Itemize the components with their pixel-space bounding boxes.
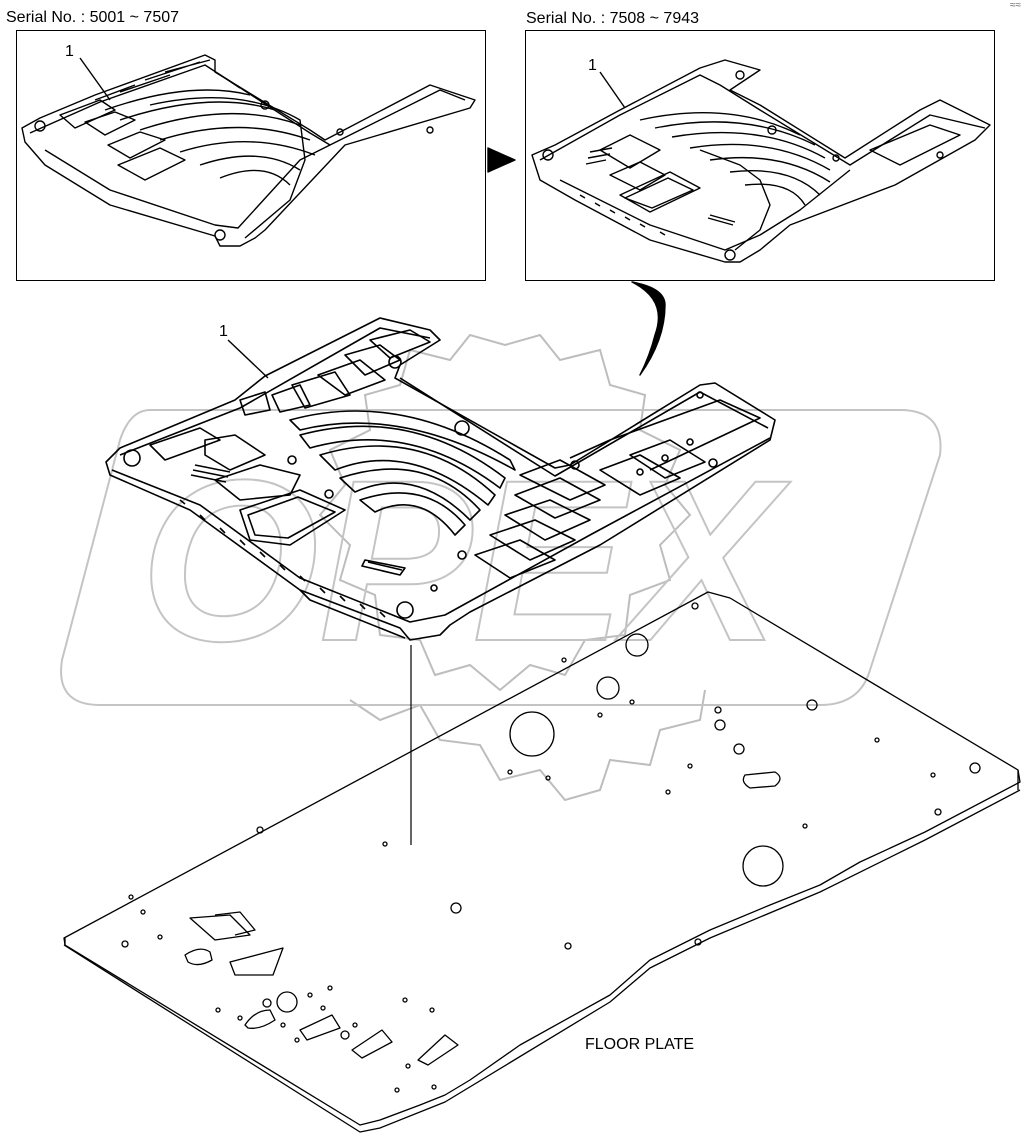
corner-mark: ≈≈ [1010,0,1021,11]
serial-label-left: Serial No. : 5001 ~ 7507 [6,9,180,26]
serial-label-right: Serial No. : 7508 ~ 7943 [526,10,700,27]
callout-right: 1 [588,57,597,74]
leader-line-left [79,57,111,101]
floor-mat-old-drawing [21,54,476,247]
watermark-text: OPEX [140,432,791,689]
floor-plate-label: FLOOR PLATE [585,1036,695,1053]
leader-line-right [599,71,626,109]
callout-main: 1 [219,323,228,340]
curved-arrow-icon [631,281,666,376]
arrow-right-icon [487,147,516,173]
floor-mat-new-drawing [531,59,991,263]
floor-plate-drawing [63,591,1021,1133]
leader-line-main [227,339,269,379]
callout-left: 1 [65,43,74,60]
floor-mat-main-drawing [105,317,776,641]
